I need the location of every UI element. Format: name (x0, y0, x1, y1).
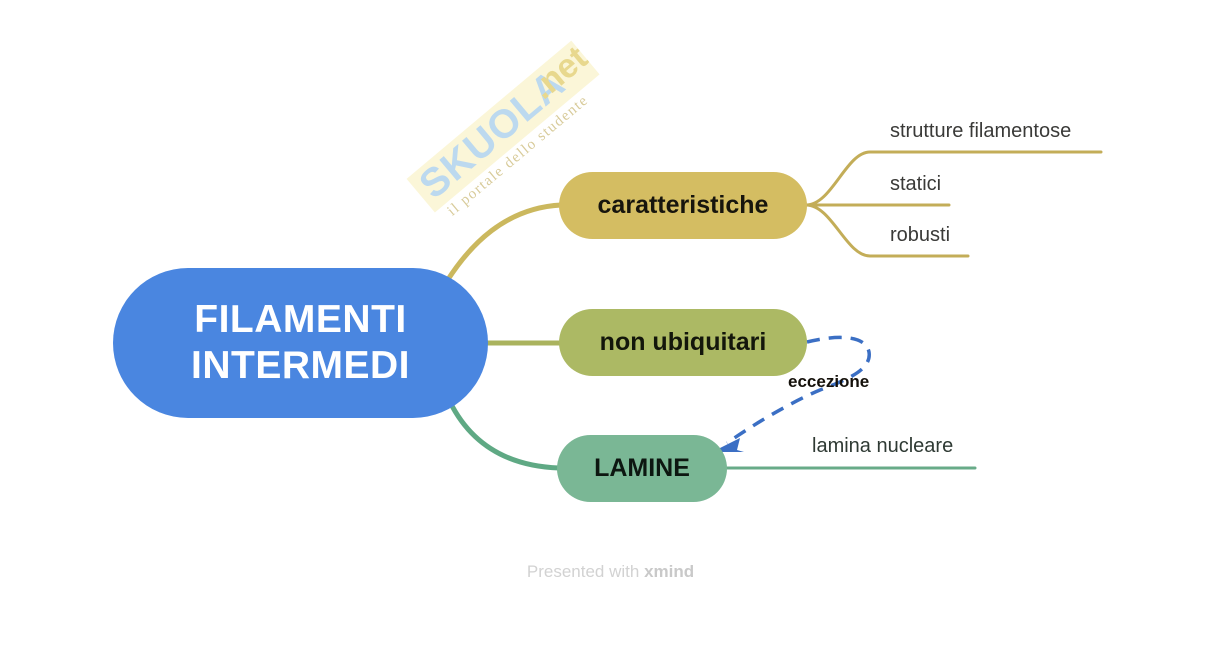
footer-brand-xmind: xmind (644, 562, 695, 581)
link-root-lamine (447, 399, 562, 471)
root-node-label-line1: FILAMENTI (194, 297, 407, 341)
branch-node-non-ubiquitari-label: non ubiquitari (599, 327, 767, 356)
branch-node-lamine-label: LAMINE (594, 453, 690, 482)
root-node-label-line2: INTERMEDI (191, 344, 410, 387)
branch-node-non-ubiquitari[interactable]: non ubiquitari (559, 309, 807, 376)
root-node-label: FILAMENTI INTERMEDI (191, 297, 410, 389)
branch-node-lamine[interactable]: LAMINE (557, 435, 727, 502)
link-root-caratteristiche (444, 202, 564, 284)
footer-prefix: Presented with (526, 562, 645, 581)
relationship-label-eccezione[interactable]: eccezione (788, 372, 870, 391)
branch-node-caratteristiche[interactable]: caratteristiche (559, 172, 807, 239)
leaf-node-strutture-filamentose[interactable]: strutture filamentose (890, 120, 1072, 142)
branch-node-caratteristiche-label: caratteristiche (597, 190, 769, 219)
link-caratteristiche-robusti (804, 203, 970, 258)
leaf-node-lamina-nucleare[interactable]: lamina nucleare (812, 435, 954, 457)
relationship-dashed-path (725, 335, 871, 445)
link-caratteristiche-strutture (804, 150, 1103, 207)
leaf-node-robusti[interactable]: robusti (890, 224, 951, 246)
leaf-node-statici[interactable]: statici (890, 173, 942, 195)
footer-attribution: Presented with xmind (0, 562, 1221, 582)
root-node-filamenti-intermedi[interactable]: FILAMENTI INTERMEDI (113, 268, 488, 418)
